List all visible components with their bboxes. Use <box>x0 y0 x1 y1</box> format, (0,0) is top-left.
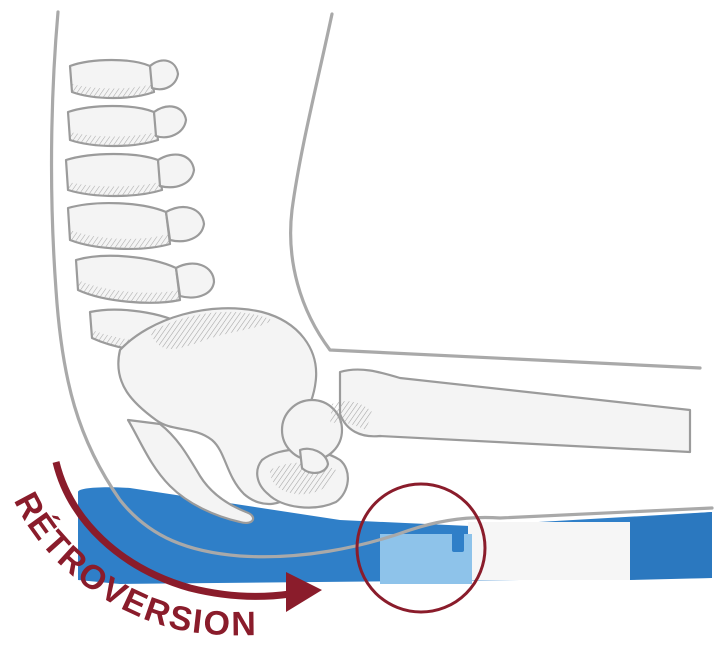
foam-white-block <box>468 522 630 580</box>
highlight-circle <box>355 482 487 614</box>
vertebra-hatching <box>68 84 186 353</box>
trochanter <box>298 447 330 474</box>
arrow-head <box>286 572 322 612</box>
sacrum <box>126 418 255 524</box>
front-torso-contour <box>289 12 702 370</box>
retroversion-arrow <box>52 461 322 612</box>
lumbar-spine <box>64 58 216 354</box>
cushion-blue-right <box>630 512 712 580</box>
foam-notch <box>452 528 464 552</box>
pelvis <box>117 307 349 524</box>
femur <box>280 368 692 474</box>
iliac-hatching <box>150 311 272 350</box>
femur-neck-hatching <box>330 401 372 430</box>
body-outline <box>49 10 714 559</box>
femur-shaft <box>338 368 692 454</box>
back-and-buttock-contour <box>49 10 714 559</box>
arrow-curve <box>52 461 291 600</box>
